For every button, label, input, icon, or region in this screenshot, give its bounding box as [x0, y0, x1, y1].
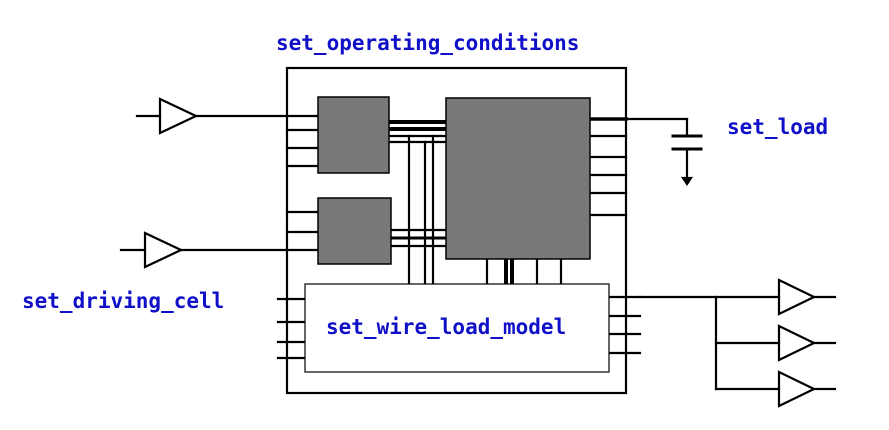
- logic-block-a: [317, 96, 390, 174]
- load-capacitor: [624, 117, 703, 186]
- vertical-feed-wires: [407, 134, 435, 286]
- input-buffer-2: [119, 231, 320, 269]
- output-buffer-3: [777, 370, 837, 408]
- load-label: set_load: [727, 115, 829, 139]
- block-b-output-wires: [389, 228, 448, 248]
- logic-block-main: [445, 97, 591, 260]
- block-b-input-wires: [285, 210, 320, 234]
- fanout-net: [638, 295, 781, 391]
- output-buffer-2: [777, 324, 837, 362]
- big-block-bottom-wires: [485, 257, 563, 286]
- design-boundary: [285, 66, 628, 395]
- wire-load-model-label: set_wire_load_model: [326, 315, 567, 339]
- wire-load-left-pins: [276, 320, 307, 360]
- block-a-input-wires: [285, 128, 320, 168]
- output-buffer-1: [777, 278, 837, 316]
- wire-load-model-box: [304, 283, 610, 373]
- operating-conditions-label: set_operating_conditions: [276, 31, 580, 55]
- driving-cell-label: set_driving_cell: [22, 289, 225, 313]
- input-buffer-1: [135, 97, 320, 135]
- wire-load-right-pins: [607, 295, 642, 355]
- big-block-output-wires: [588, 117, 628, 217]
- logic-block-b: [317, 197, 392, 265]
- block-a-output-wires: [387, 120, 448, 144]
